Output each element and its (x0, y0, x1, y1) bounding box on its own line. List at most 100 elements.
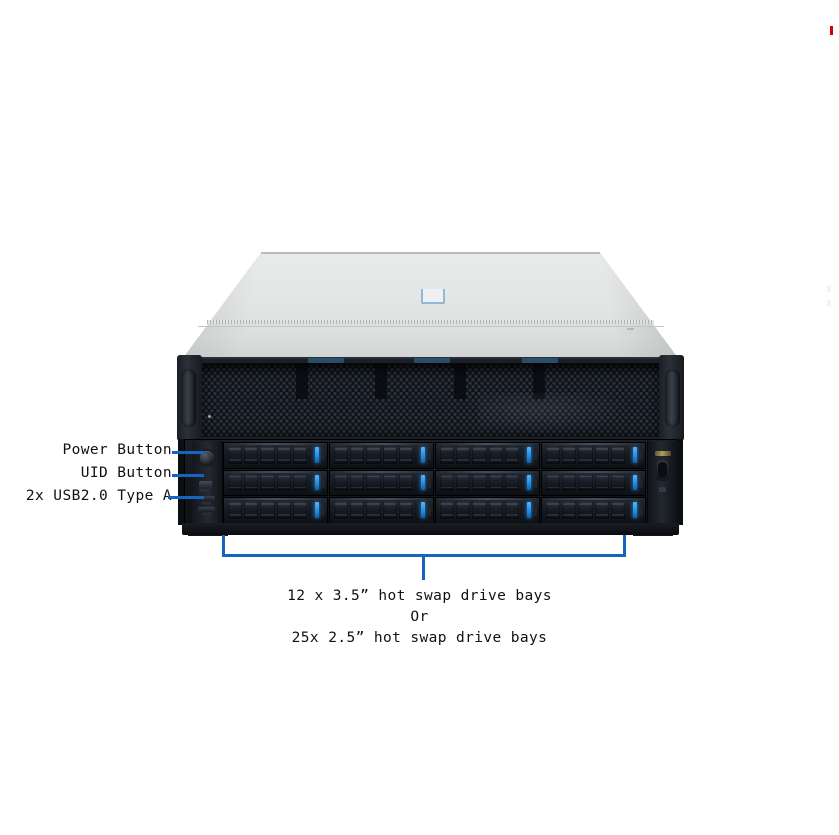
carrier-slots (440, 501, 520, 519)
usb-port-2-marking (202, 513, 211, 515)
carrier-slots (334, 446, 414, 464)
usb-port-1-marking (202, 502, 211, 504)
carrier-slot (456, 501, 471, 519)
lid-surface (180, 252, 681, 362)
drive-carrier[interactable] (435, 497, 540, 524)
front-control-panel (192, 441, 223, 525)
carrier-slot (334, 446, 349, 464)
callout-label-power-button: Power Button (62, 442, 172, 458)
carrier-slots (440, 446, 520, 464)
carrier-slots (546, 473, 626, 492)
carrier-release-notch[interactable] (322, 477, 325, 488)
carrier-slot (350, 501, 365, 519)
drive-carrier[interactable] (541, 469, 646, 497)
carrier-slot (382, 501, 397, 519)
drive-bay-block (178, 439, 683, 525)
drive-activity-led (315, 474, 319, 491)
drive-activity-led (633, 502, 637, 518)
rack-ear-left (177, 355, 202, 441)
carrier-slots (440, 473, 520, 492)
carrier-slot (578, 473, 593, 492)
carrier-release-notch[interactable] (322, 505, 325, 516)
io-panel-marking (655, 451, 671, 456)
drive-carrier[interactable] (223, 442, 328, 469)
lid-seam-line (198, 326, 664, 327)
rack-ear-right (659, 355, 684, 441)
carrier-slot (610, 501, 626, 519)
carrier-slot (546, 473, 561, 492)
carrier-slot (562, 473, 577, 492)
usb-port-2[interactable] (198, 507, 215, 512)
rack-handle-right (665, 369, 680, 427)
carrier-release-notch[interactable] (640, 450, 643, 461)
drive-carrier[interactable] (329, 497, 434, 524)
carrier-release-notch[interactable] (322, 450, 325, 461)
carrier-slot (382, 473, 397, 492)
drive-carrier[interactable] (223, 497, 328, 524)
carrier-release-notch[interactable] (428, 505, 431, 516)
carrier-slot (562, 501, 577, 519)
carrier-highlight (436, 443, 539, 445)
caption-line-3: 25x 2.5” hot swap drive bays (291, 630, 548, 646)
carrier-release-notch[interactable] (640, 505, 643, 516)
carrier-slot (504, 473, 520, 492)
power-button[interactable] (200, 451, 214, 465)
bracket-stem (422, 554, 425, 580)
carrier-highlight (542, 498, 645, 501)
drive-carrier[interactable] (541, 442, 646, 469)
carrier-slot (440, 473, 455, 492)
rack-handle-left (181, 369, 196, 427)
bezel-indicator-dot (208, 415, 211, 418)
carrier-release-notch[interactable] (534, 505, 537, 516)
drive-activity-led (633, 474, 637, 491)
drive-activity-led (633, 447, 637, 463)
drive-activity-led (315, 447, 319, 463)
drive-carrier[interactable] (223, 469, 328, 497)
caption-line-1: 12 x 3.5” hot swap drive bays (287, 588, 552, 604)
carrier-slot (366, 473, 381, 492)
leader-line-power-button (172, 451, 204, 454)
carrier-slot (228, 501, 243, 519)
carrier-slot (594, 473, 609, 492)
carrier-release-notch[interactable] (534, 477, 537, 488)
carrier-slot (472, 501, 487, 519)
carrier-slots (546, 446, 626, 464)
carrier-slots (334, 473, 414, 492)
drive-carrier[interactable] (541, 497, 646, 524)
carrier-highlight (224, 498, 327, 501)
drive-carrier[interactable] (435, 442, 540, 469)
bezel-top-clip (522, 358, 558, 363)
bezel-top-clip (308, 358, 344, 363)
front-io-panel-right (647, 441, 678, 525)
uid-button[interactable] (199, 481, 212, 488)
drive-bay-frame (184, 439, 678, 525)
carrier-release-notch[interactable] (428, 450, 431, 461)
chassis-base-lip (182, 523, 679, 535)
carrier-release-notch[interactable] (640, 477, 643, 488)
carrier-slot (350, 473, 365, 492)
carrier-slot (488, 446, 503, 464)
drive-carrier[interactable] (329, 442, 434, 469)
carrier-slot (488, 501, 503, 519)
drive-carrier[interactable] (329, 469, 434, 497)
carrier-slot (398, 473, 414, 492)
lid-surface-mark (627, 328, 634, 330)
drive-activity-led (527, 502, 531, 518)
carrier-release-notch[interactable] (428, 477, 431, 488)
carrier-slot (244, 501, 259, 519)
carrier-release-notch[interactable] (534, 450, 537, 461)
vga-port-inner (658, 462, 667, 478)
carrier-slot (456, 473, 471, 492)
usb-port-1[interactable] (198, 496, 215, 501)
carrier-slot (398, 501, 414, 519)
carrier-highlight (330, 498, 433, 501)
carrier-slot (578, 446, 593, 464)
carrier-slot (228, 473, 243, 492)
drive-carrier[interactable] (435, 469, 540, 497)
carrier-highlight (542, 443, 645, 445)
caption-line-2: Or (410, 609, 429, 625)
faint-artifact-lower (827, 300, 831, 306)
carrier-highlight (330, 443, 433, 445)
carrier-highlight (542, 470, 645, 473)
